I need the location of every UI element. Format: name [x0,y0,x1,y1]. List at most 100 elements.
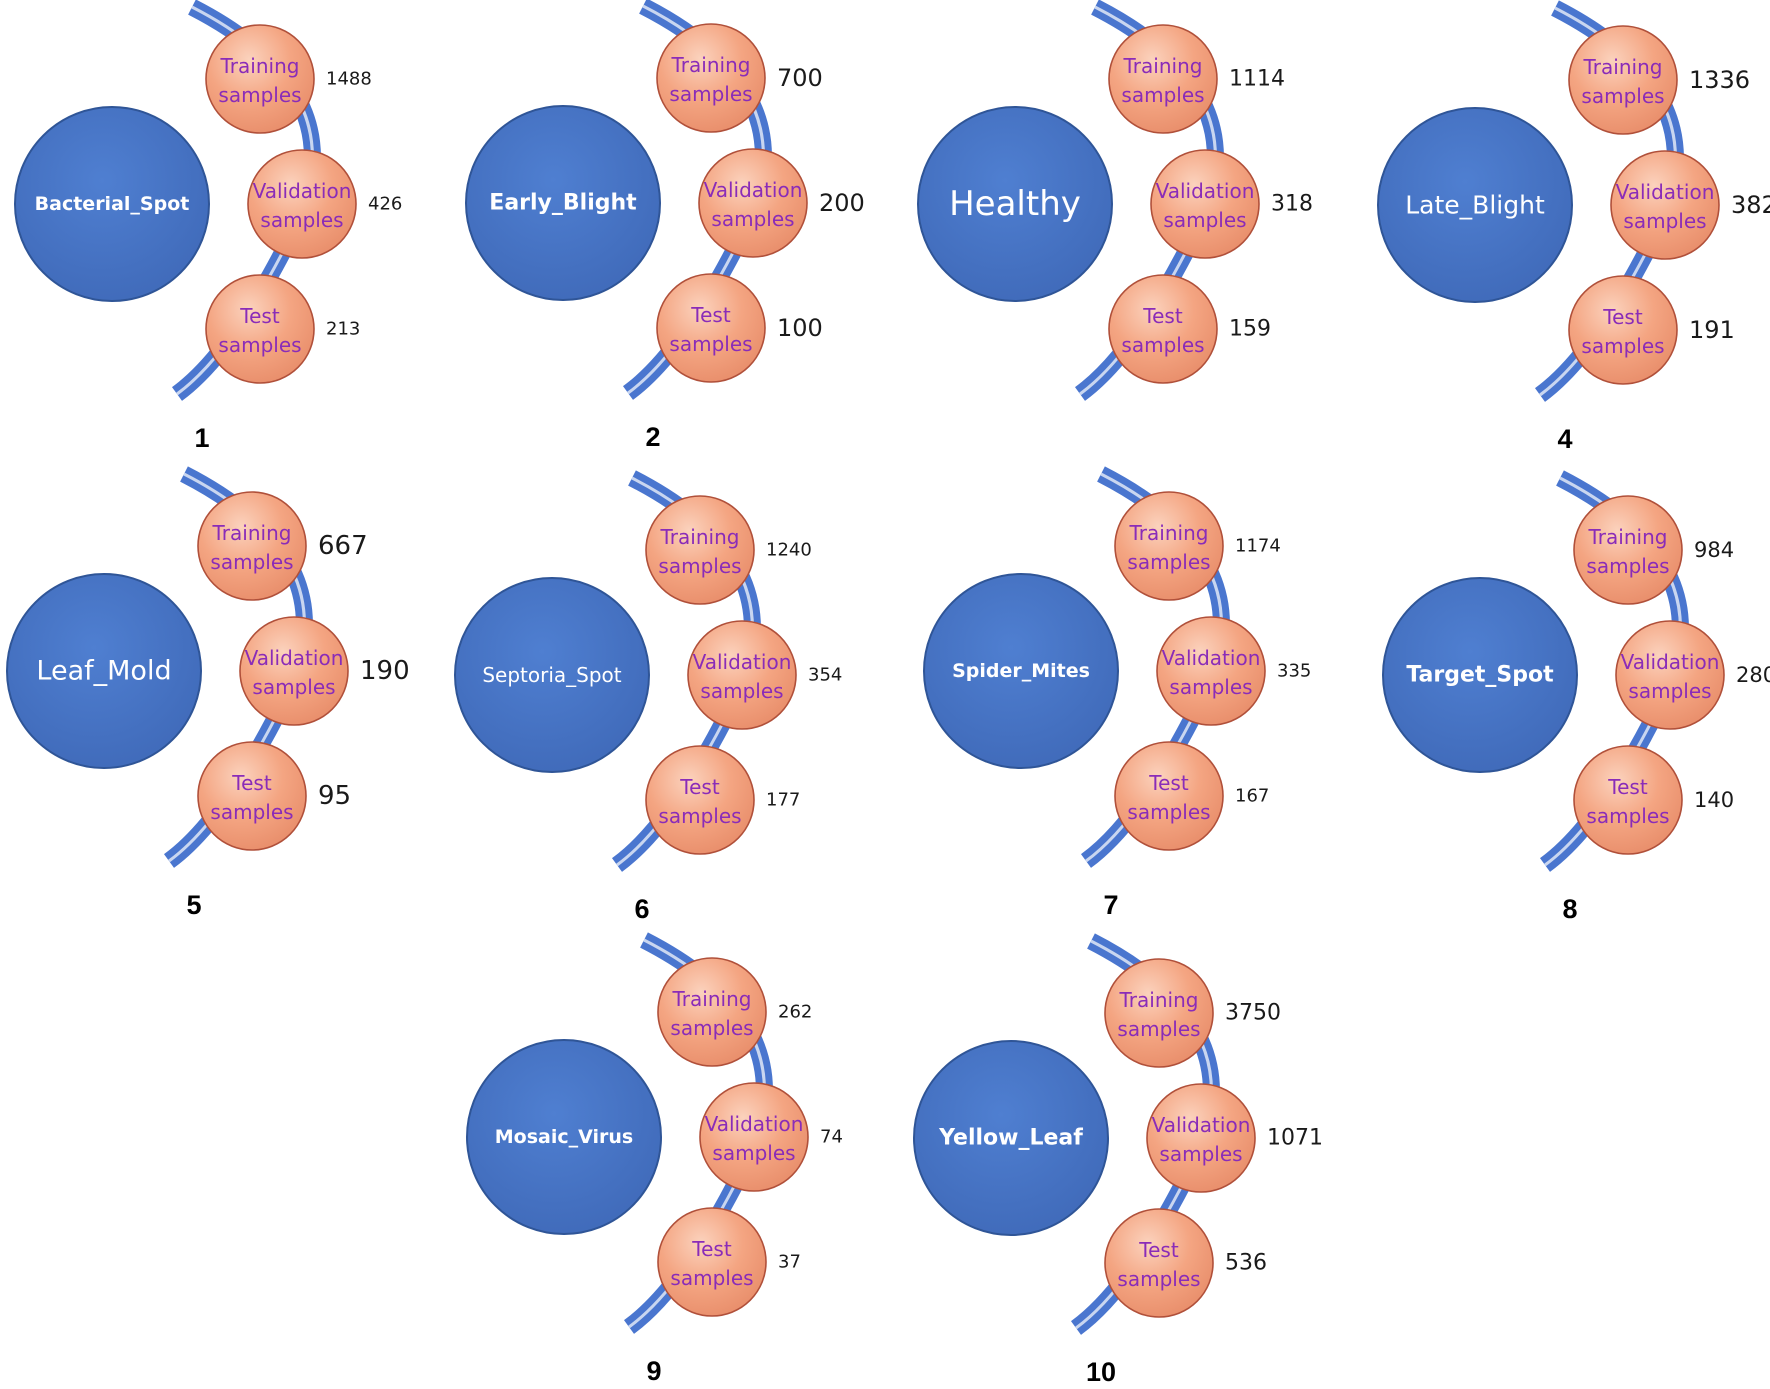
test-bubble-circle [1114,741,1224,851]
test-label-line-1: Test [231,771,272,795]
validation-label-line-1: Validation [245,646,344,670]
test-label-line-1: Test [1138,1238,1179,1262]
test-label-line-1: Test [679,775,720,799]
test-label-line-1: Test [1602,305,1643,329]
training-label-line-2: samples [218,83,301,107]
validation-count: 382 [1731,191,1770,219]
test-label-line-1: Test [1607,775,1648,799]
test-label-line-1: Test [1148,771,1189,795]
validation-bubble-circle [239,616,349,726]
test-bubble: Test samples 536 [1104,1208,1267,1318]
validation-bubble-circle [1610,150,1720,260]
test-count: 536 [1225,1251,1267,1276]
validation-label-line-2: samples [712,1141,795,1165]
class-circle [454,577,650,773]
validation-label-line-1: Validation [705,1112,804,1136]
test-bubble-circle [656,273,766,383]
training-bubble-circle [1104,958,1214,1068]
panel-1: Bacterial_SpotTrainingsamples1488Validat… [14,0,402,453]
class-name: Mosaic_Virus [495,1126,633,1148]
class-circle [1382,577,1578,773]
class-name: Leaf_Mold [36,656,171,687]
class-circle [466,1039,662,1235]
panel-8: Target_SpotTrainingsamples984Validations… [1382,470,1770,924]
test-bubble-circle [1568,275,1678,385]
validation-bubble-circle [247,149,357,259]
test-label-line-1: Test [1142,304,1183,328]
training-label-line-1: Training [1588,525,1668,549]
validation-count: 280 [1736,663,1770,687]
test-label-line-2: samples [1117,1267,1200,1291]
panel-number: 10 [1086,1357,1116,1387]
validation-count: 335 [1277,661,1311,682]
training-count: 1240 [766,540,812,561]
training-bubble-circle [656,23,766,133]
training-bubble-circle [1114,491,1224,601]
panel-number: 1 [194,423,209,453]
validation-label-line-2: samples [700,679,783,703]
panel-number: 9 [646,1356,661,1386]
training-label-line-1: Training [212,521,292,545]
training-count: 700 [777,64,823,92]
validation-bubble: Validation samples 74 [699,1082,843,1192]
test-label-line-2: samples [218,333,301,357]
test-label-line-2: samples [658,804,741,828]
training-label-line-2: samples [670,1016,753,1040]
validation-label-line-1: Validation [1162,646,1261,670]
panel-number: 2 [645,422,660,452]
test-label-line-2: samples [1586,804,1669,828]
training-count: 3750 [1225,1001,1281,1026]
training-count: 984 [1694,538,1734,562]
training-bubble-circle [657,957,767,1067]
validation-label-line-2: samples [252,675,335,699]
class-circle [465,105,661,301]
class-name: Septoria_Spot [482,663,621,687]
panel-number: 6 [634,894,649,924]
panel-10: Yellow_Leaf Trainingsamples3750Validation… [913,933,1323,1387]
test-label-line-1: Test [691,1237,732,1261]
validation-label-line-1: Validation [704,178,803,202]
validation-count: 426 [368,194,402,215]
validation-label-line-1: Validation [1152,1113,1251,1137]
test-label-line-1: Test [690,303,731,327]
validation-label-line-2: samples [711,207,794,231]
training-count: 1174 [1235,536,1281,557]
training-bubble-circle [645,495,755,605]
test-bubble: Test samples 167 [1114,741,1269,851]
test-count: 191 [1689,316,1735,344]
class-name: Early_Blight [489,191,637,216]
panel-9: Mosaic_VirusTrainingsamples262Validation… [466,932,843,1386]
test-label-line-2: samples [1581,334,1664,358]
test-count: 37 [778,1252,801,1273]
panel-number: 7 [1103,890,1118,920]
training-count: 1114 [1229,67,1285,92]
panel-number: 4 [1557,424,1572,454]
validation-count: 354 [808,665,842,686]
class-circle [923,573,1119,769]
training-bubble-circle [1108,24,1218,134]
validation-bubble-circle [699,1082,809,1192]
validation-count: 74 [820,1127,843,1148]
panel-2: Early_Blight Trainingsamples700Validation… [465,0,865,452]
class-name: Yellow_Leaf [938,1126,1083,1151]
training-label-line-1: Training [1583,55,1663,79]
test-label-line-2: samples [1127,800,1210,824]
test-bubble: Test samples 191 [1568,275,1735,385]
test-count: 159 [1229,317,1271,342]
test-count: 167 [1235,786,1269,807]
training-label-line-1: Training [1123,54,1203,78]
